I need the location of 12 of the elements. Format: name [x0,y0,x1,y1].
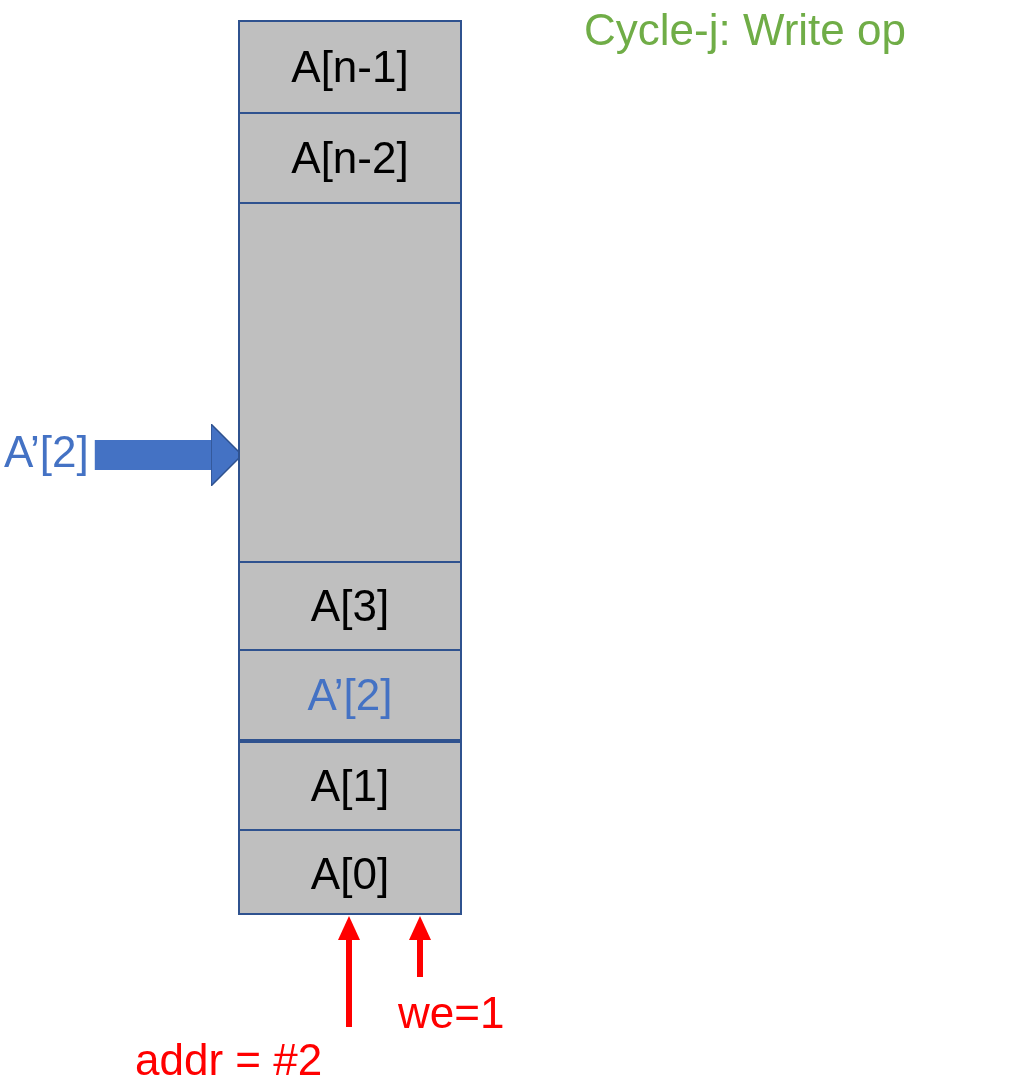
arrow [409,916,431,977]
signal-label: we=1 [398,988,505,1038]
title: Cycle-j: Write op [584,5,906,55]
memory-cell: A[3] [240,561,460,649]
signal-label: addr = #2 [135,1035,323,1085]
arrow [338,916,360,1027]
input-label: A’[2] [4,427,89,477]
memory-array [238,20,462,915]
memory-cell: A[n-1] [240,22,460,112]
memory-cell: A[0] [240,829,460,917]
memory-cell: A’[2] [240,649,460,739]
memory-cell: A[1] [240,739,460,829]
